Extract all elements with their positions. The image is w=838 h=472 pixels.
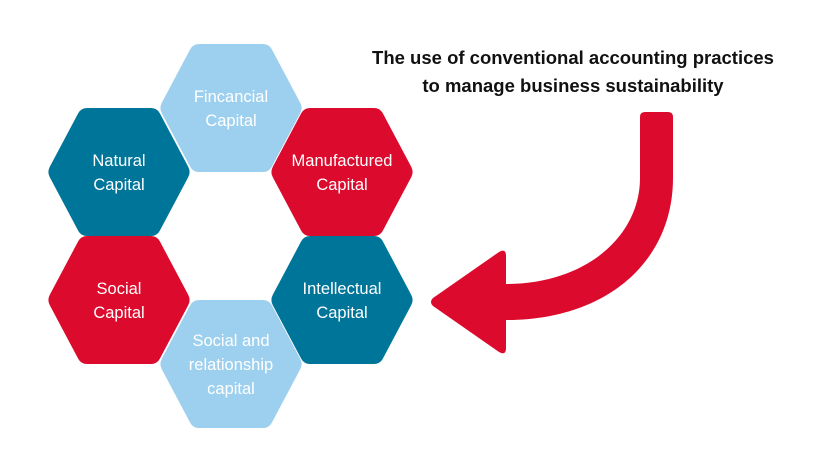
hexagon-social-relationship: Social and relationship capital	[160, 300, 302, 428]
hexagon-shape	[48, 108, 190, 236]
hexagon-shape	[160, 44, 302, 172]
hexagon-label: relationship	[189, 356, 273, 374]
hexagon-label: Capital	[316, 304, 367, 322]
hexagon-label: Capital	[205, 112, 256, 130]
caption-line-2: to manage business sustainability	[422, 75, 724, 96]
hexagon-label: Natural	[92, 152, 145, 170]
hexagon-label: Social and	[192, 332, 269, 350]
hexagon-shape	[160, 300, 302, 428]
curved-arrow-icon	[431, 112, 673, 354]
hexagon-shape	[48, 236, 190, 364]
hexagon-label: Manufactured	[292, 152, 393, 170]
caption-line-1: The use of conventional accounting pract…	[372, 47, 774, 68]
hexagon-label: Social	[97, 280, 142, 298]
hexagon-label: Capital	[93, 304, 144, 322]
caption: The use of conventional accounting pract…	[330, 44, 816, 100]
hexagon-label: Fincancial	[194, 88, 268, 106]
hexagon-shape	[271, 236, 413, 364]
hexagon-label: Intellectual	[303, 280, 382, 298]
hexagon-label: Capital	[316, 176, 367, 194]
hexagon-label: capital	[207, 380, 255, 398]
hexagon-label: Capital	[93, 176, 144, 194]
hexagon-shape	[271, 108, 413, 236]
